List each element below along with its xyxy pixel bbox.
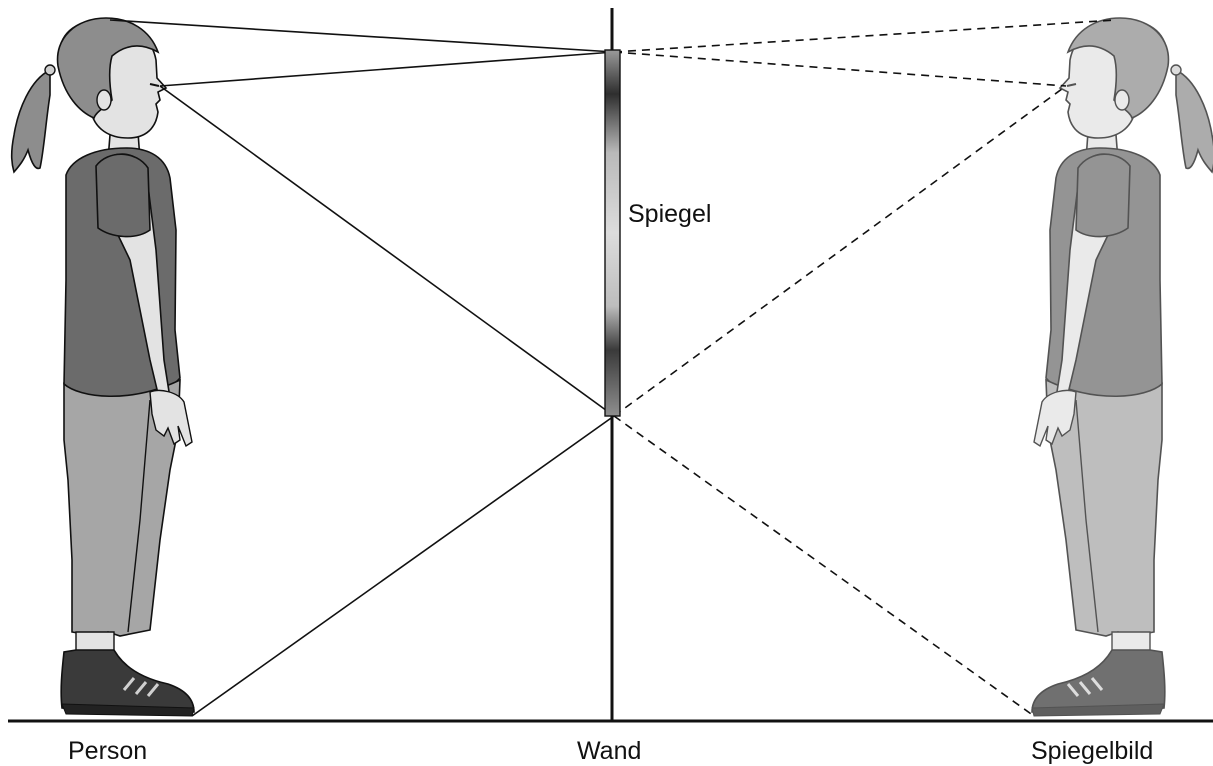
person-label: Person: [68, 737, 147, 765]
ray-foot-to-mirror-bottom: [191, 415, 615, 717]
mirror-image-figure: [1030, 16, 1213, 718]
virtual-ray-eye-top: [613, 51, 1067, 87]
mirror-label: Spiegel: [628, 200, 711, 228]
virtual-rays: [613, 19, 1117, 717]
mirror-image-label: Spiegelbild: [1031, 737, 1153, 765]
virtual-ray-foot: [613, 415, 1035, 717]
ray-eye-to-mirror-bottom: [159, 85, 615, 417]
ray-head-to-mirror-top: [109, 19, 615, 53]
virtual-ray-head: [613, 19, 1117, 53]
person-figure: [10, 16, 196, 718]
wall-label: Wand: [577, 737, 641, 765]
virtual-ray-eye-bottom: [613, 85, 1067, 417]
real-rays: [109, 19, 615, 717]
mirror: [604, 49, 621, 417]
ray-eye-to-mirror-top: [159, 51, 615, 87]
